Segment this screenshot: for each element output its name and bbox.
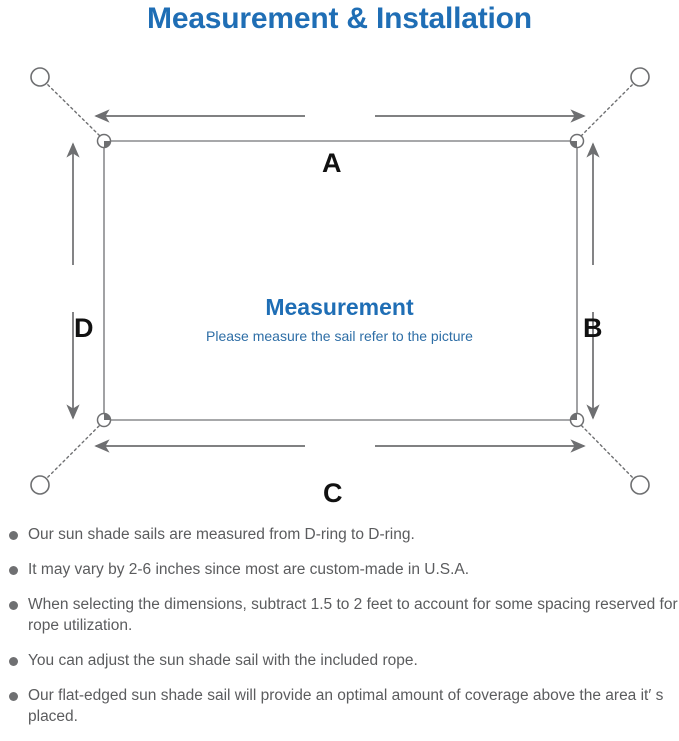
d-ring-bottom-right — [569, 412, 585, 428]
bullet-icon — [9, 531, 18, 540]
diagram-svg — [30, 67, 650, 495]
measurement-diagram: Measurement Please measure the sail refe… — [0, 50, 679, 520]
anchor-circle-top-left — [30, 67, 50, 87]
anchor-circle-bottom-right — [630, 475, 650, 495]
bullet-icon — [9, 692, 18, 701]
anchor-circle-top-right — [630, 67, 650, 87]
note-text: When selecting the dimensions, subtract … — [28, 596, 678, 634]
rope-line-bottom-right — [577, 421, 637, 482]
note-text: It may vary by 2-6 inches since most are… — [28, 561, 470, 578]
sail-caption-subtitle: Please measure the sail refer to the pic… — [206, 328, 473, 344]
list-item: When selecting the dimensions, subtract … — [0, 594, 679, 636]
note-text: You can adjust the sun shade sail with t… — [28, 652, 418, 669]
bullet-icon — [9, 601, 18, 610]
sail-rectangle — [103, 140, 578, 421]
bullet-icon — [9, 657, 18, 666]
list-item: Our flat-edged sun shade sail will provi… — [0, 685, 679, 727]
rope-line-top-left — [43, 80, 104, 140]
d-ring-bottom-left — [96, 412, 112, 428]
note-text: Our sun shade sails are measured from D-… — [28, 526, 415, 543]
dimension-label-c: C — [323, 478, 343, 508]
d-ring-top-right — [569, 133, 585, 149]
sail-caption-title: Measurement — [265, 294, 414, 320]
list-item: Our sun shade sails are measured from D-… — [0, 524, 679, 545]
dimension-label-a: A — [322, 148, 342, 178]
note-text: Our flat-edged sun shade sail will provi… — [28, 687, 664, 725]
rope-line-bottom-left — [43, 421, 104, 482]
list-item: You can adjust the sun shade sail with t… — [0, 650, 679, 671]
notes-list: Our sun shade sails are measured from D-… — [0, 524, 679, 741]
d-ring-top-left — [96, 133, 112, 149]
bullet-icon — [9, 566, 18, 575]
rope-line-top-right — [577, 80, 637, 140]
anchor-circle-bottom-left — [30, 475, 50, 495]
list-item: It may vary by 2-6 inches since most are… — [0, 559, 679, 580]
dimension-label-d: D — [74, 313, 94, 343]
dimension-label-b: B — [583, 313, 603, 343]
page-title: Measurement & Installation — [147, 2, 532, 35]
